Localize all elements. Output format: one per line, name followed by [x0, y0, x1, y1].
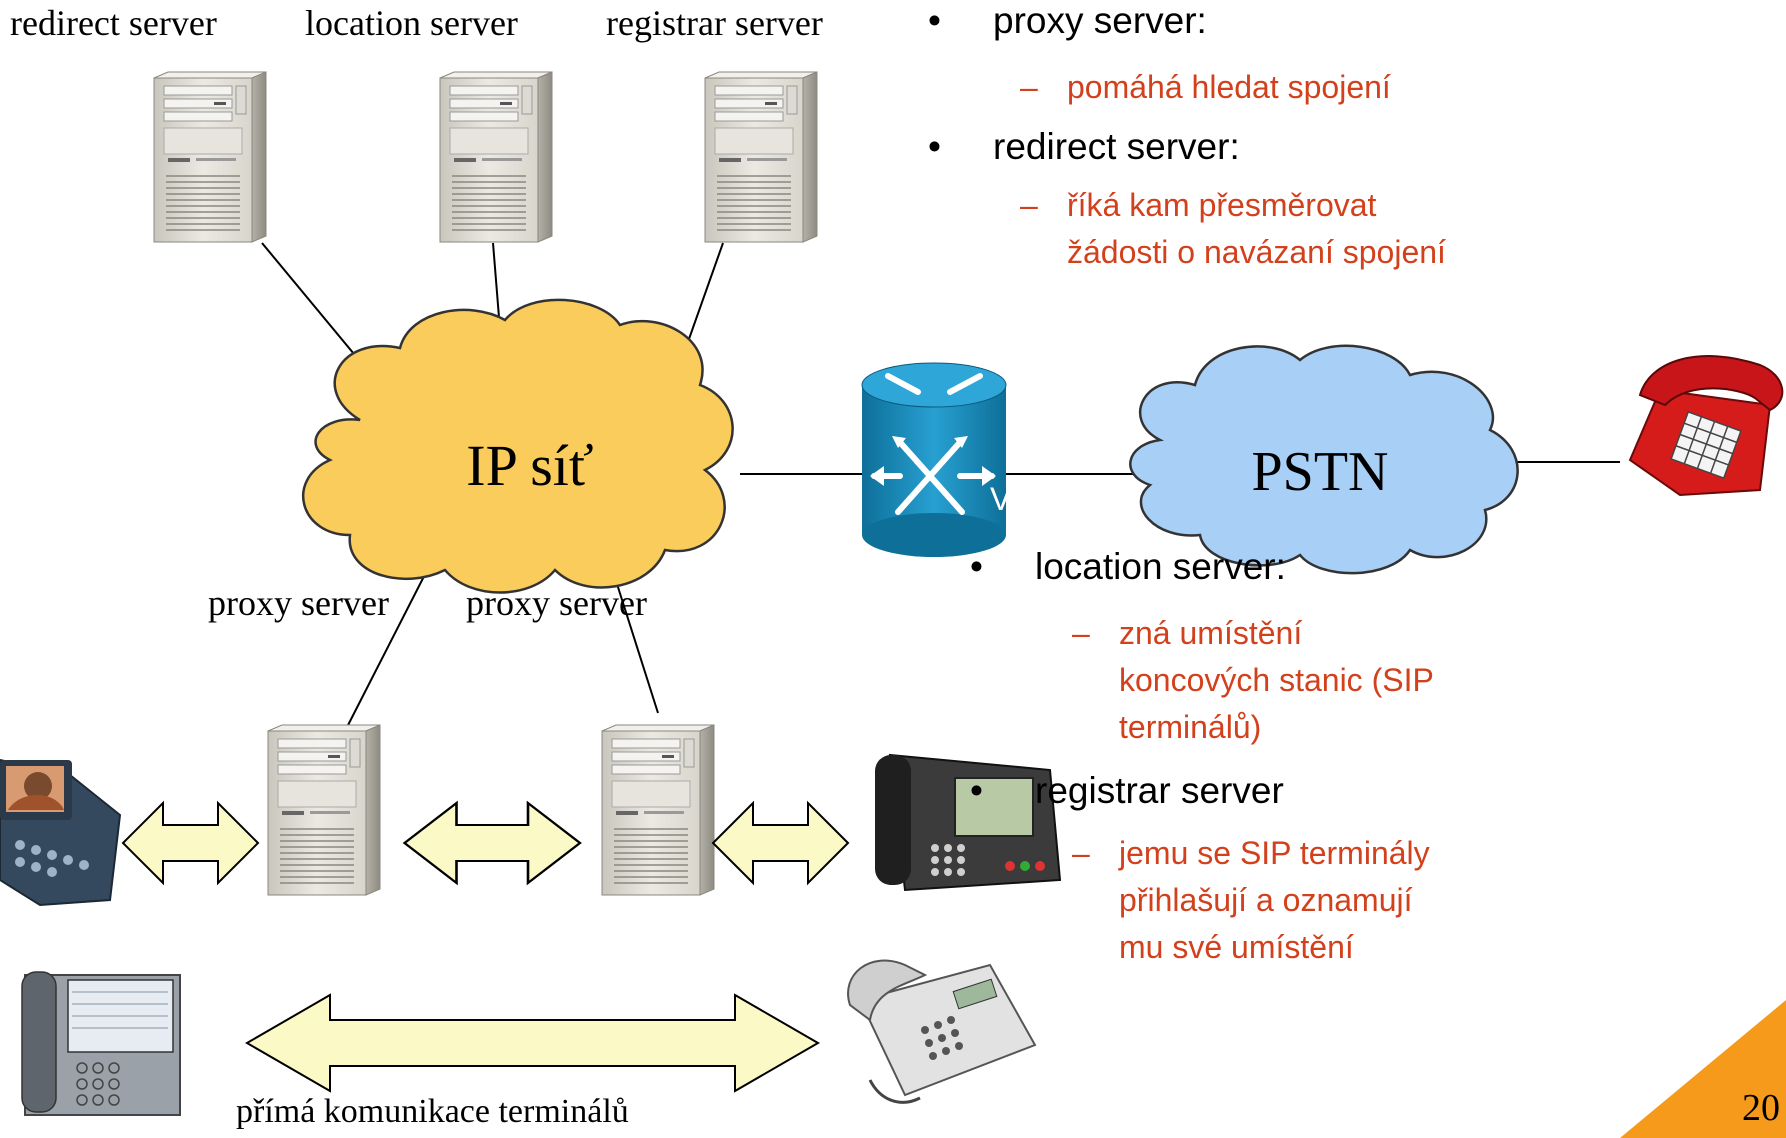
bullet-glyph: •	[970, 770, 983, 811]
bullet-location-server: • location server:	[970, 546, 1286, 588]
voice-gateway-icon: V	[861, 362, 1012, 557]
arrow-terminal-proxy-left	[122, 802, 259, 884]
proxy-server-left-icon	[267, 724, 381, 896]
desc-line: terminálů)	[1119, 709, 1262, 745]
desc-line: přihlašují a oznamují	[1119, 882, 1413, 918]
pstn-cloud: PSTN	[1129, 344, 1519, 575]
office-phone-icon	[847, 959, 1037, 1104]
desc-line: mu své umístění	[1119, 929, 1354, 965]
bullet-registrar-desc: – jemu se SIP terminály přihlašují a ozn…	[1072, 830, 1472, 971]
desc-line: zná umístění	[1119, 615, 1303, 651]
corner-decoration	[1620, 1000, 1786, 1138]
dash-glyph: –	[1020, 69, 1038, 105]
bullet-title: redirect server:	[993, 126, 1240, 167]
bullet-glyph: •	[928, 0, 941, 41]
redirect-server-icon	[153, 71, 267, 243]
ip-network-label: IP síť	[466, 433, 593, 498]
proxy-server-right-label: proxy server	[466, 583, 647, 623]
ip-phone-icon	[875, 753, 1062, 892]
touchscreen-phone-icon	[21, 971, 181, 1116]
bullet-location-desc: – zná umístění koncových stanic (SIP ter…	[1072, 610, 1472, 751]
bullet-title: location server:	[1035, 546, 1286, 587]
dash-glyph: –	[1020, 187, 1038, 223]
registrar-server-icon	[704, 71, 818, 243]
gateway-v-label: V	[990, 481, 1012, 517]
bullet-proxy-desc: – pomáhá hledat spojení	[1020, 64, 1780, 111]
bullet-proxy-server: • proxy server:	[928, 0, 1207, 42]
bullet-redirect-desc: – říká kam přesměrovat žádosti o navázan…	[1020, 182, 1780, 276]
ip-network-cloud: IP síť	[302, 298, 734, 594]
arrow-direct-terminals	[245, 993, 820, 1093]
pstn-label: PSTN	[1252, 441, 1389, 503]
desc-line: koncových stanic (SIP	[1119, 662, 1434, 698]
arrow-proxy-terminal-right	[712, 802, 849, 884]
video-phone-icon	[0, 758, 122, 907]
location-server-label: location server	[305, 3, 518, 43]
desc-line: pomáhá hledat spojení	[1067, 69, 1391, 105]
dash-glyph: –	[1072, 835, 1090, 871]
bullet-registrar-server: • registrar server	[970, 770, 1284, 812]
bullet-redirect-server: • redirect server:	[928, 126, 1240, 168]
page-number: 20	[1742, 1087, 1780, 1129]
proxy-server-left-label: proxy server	[208, 583, 389, 623]
location-server-icon	[439, 71, 553, 243]
desc-line: žádosti o navázaní spojení	[1067, 234, 1446, 270]
bullet-title: registrar server	[1035, 770, 1284, 811]
desc-line: říká kam přesměrovat	[1067, 187, 1377, 223]
proxy-server-right-icon	[601, 724, 715, 896]
bullet-glyph: •	[928, 126, 941, 167]
dash-glyph: –	[1072, 615, 1090, 651]
registrar-server-label: registrar server	[606, 3, 823, 43]
redirect-server-label: redirect server	[10, 3, 217, 43]
pstn-telephone-icon	[1628, 355, 1784, 497]
direct-communication-label: přímá komunikace terminálů	[236, 1093, 629, 1130]
bullet-glyph: •	[970, 546, 983, 587]
desc-line: jemu se SIP terminály	[1119, 835, 1430, 871]
arrow-proxy-proxy	[403, 801, 582, 885]
bullet-title: proxy server:	[993, 0, 1207, 41]
